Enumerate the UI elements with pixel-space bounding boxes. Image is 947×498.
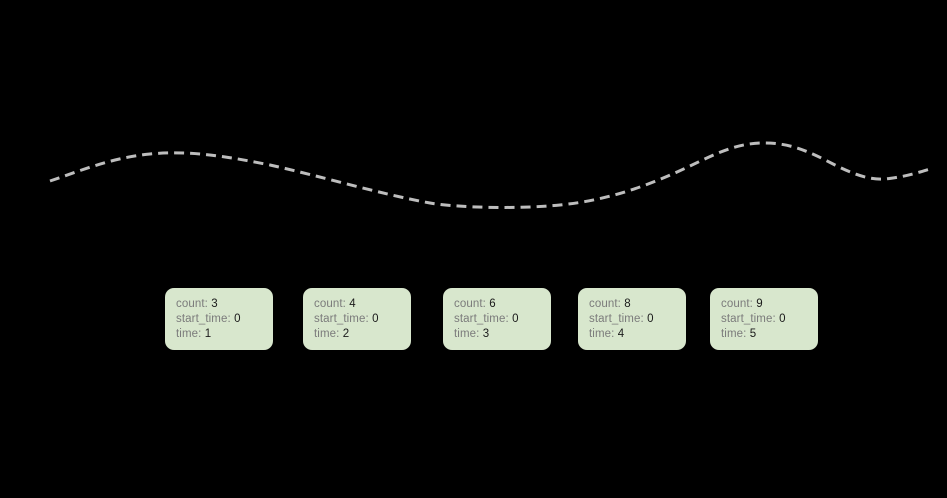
node-field-label: time: [314, 328, 340, 340]
node-field: count: 4 [314, 297, 411, 312]
node-field: start_time: 0 [454, 312, 551, 327]
node-field-value: 2 [342, 328, 350, 340]
node-field-label: count: [314, 298, 346, 310]
node-field-value: 4 [349, 298, 356, 310]
node-field: time: 1 [176, 327, 273, 342]
node-field-value: 6 [489, 298, 496, 310]
node-field: time: 4 [589, 327, 686, 342]
node-field: start_time: 0 [721, 312, 818, 327]
node-field: time: 3 [454, 327, 551, 342]
node-field-label: start_time: [314, 313, 369, 325]
node-field-value: 0 [647, 313, 654, 325]
node-field-label: start_time: [589, 313, 644, 325]
node-field-value: 5 [749, 328, 757, 340]
node-field-label: time: [589, 328, 615, 340]
node-field-label: time: [721, 328, 747, 340]
node-field: start_time: 0 [176, 312, 273, 327]
node-field-value: 0 [512, 313, 519, 325]
node-field: time: 5 [721, 327, 818, 342]
node-field: start_time: 0 [314, 312, 411, 327]
node-field-label: count: [589, 298, 621, 310]
node-field-value: 9 [756, 298, 763, 310]
node-field-value: 3 [482, 328, 490, 340]
node-field-label: start_time: [454, 313, 509, 325]
node-field-value: 0 [234, 313, 241, 325]
node-field-label: count: [721, 298, 753, 310]
node-field-label: start_time: [176, 313, 231, 325]
node-field-value: 0 [372, 313, 379, 325]
node-field-label: time: [454, 328, 480, 340]
node-field: count: 8 [589, 297, 686, 312]
node-field-value: 4 [617, 328, 625, 340]
node-field: start_time: 0 [589, 312, 686, 327]
node-field: time: 2 [314, 327, 411, 342]
node-field-value: 0 [779, 313, 786, 325]
node-field-label: count: [176, 298, 208, 310]
node-field-value: 8 [624, 298, 631, 310]
node-field: count: 9 [721, 297, 818, 312]
node-field-value: 3 [211, 298, 218, 310]
node-field-label: start_time: [721, 313, 776, 325]
node-field: count: 6 [454, 297, 551, 312]
node-field: count: 3 [176, 297, 273, 312]
node-field-label: time: [176, 328, 202, 340]
node-field-value: 1 [204, 328, 212, 340]
node-field-label: count: [454, 298, 486, 310]
